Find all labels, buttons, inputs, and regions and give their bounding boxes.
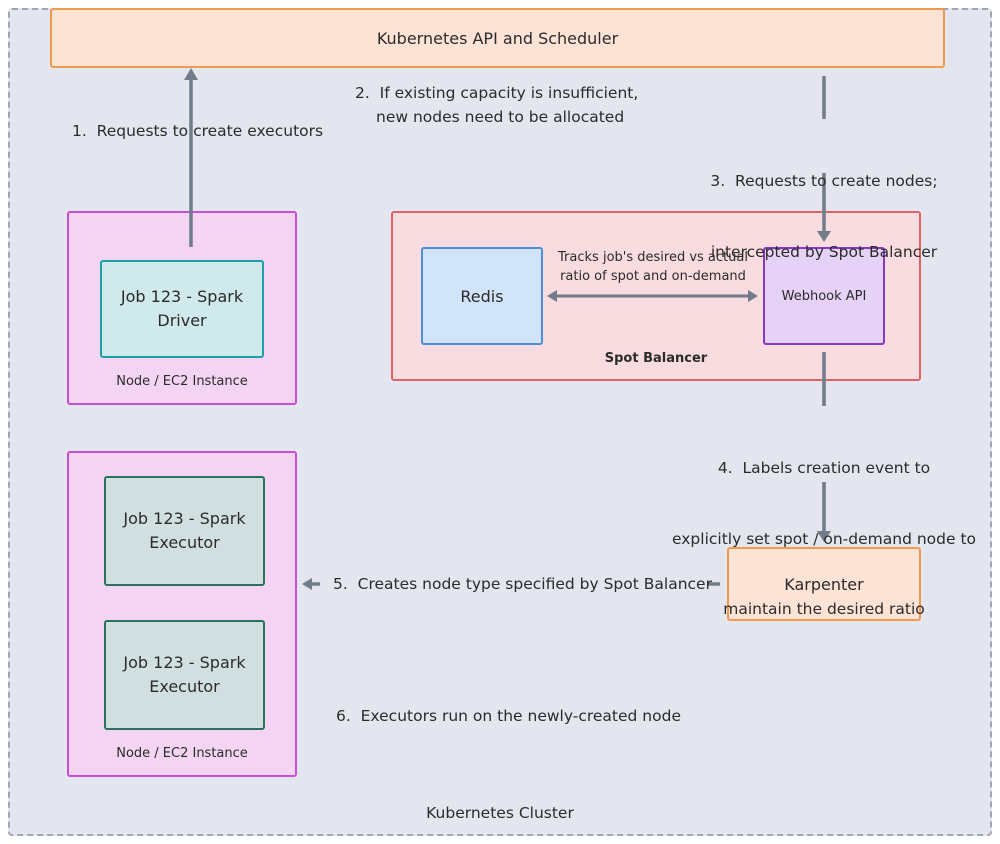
- driver-node-caption: Node / EC2 Instance: [116, 374, 248, 389]
- link-label-line2: ratio of spot and on-demand: [560, 269, 746, 284]
- kubernetes-api-scheduler: Kubernetes API and Scheduler: [50, 8, 945, 68]
- karpenter-label: Karpenter: [784, 574, 864, 594]
- step1-label: 1. Requests to create executors: [72, 122, 324, 140]
- step2-label-line1: 2. If existing capacity is insufficient,: [355, 84, 639, 102]
- driver-node: Job 123 - Spark Driver Node / EC2 Instan…: [67, 211, 297, 405]
- spot-balancer-label: Spot Balancer: [604, 351, 708, 366]
- spark-driver-line1: Job 123 - Spark: [120, 287, 244, 306]
- spark-executor-line2: Executor: [149, 677, 220, 696]
- link-label-line1: Tracks job's desired vs actual: [558, 250, 748, 265]
- spark-driver-line2: Driver: [157, 311, 207, 330]
- arrowhead: [547, 290, 557, 302]
- spark-executor-line1: Job 123 - Spark: [123, 653, 246, 672]
- redis-webhook-link-label: Tracks job's desired vs actual ratio of …: [545, 248, 761, 286]
- executor-node: Job 123 - Spark Executor Job 123 - Spark…: [67, 451, 297, 777]
- spark-executor: Job 123 - Spark Executor: [104, 620, 265, 730]
- step6-label: 6. Executors run on the newly-created no…: [336, 707, 681, 725]
- step4-label: 4. Labels creation event to explicitly s…: [664, 410, 984, 645]
- arrowhead: [302, 578, 312, 590]
- redis: Redis: [421, 247, 543, 345]
- step5-label: 5. Creates node type specified by Spot B…: [333, 575, 712, 593]
- spark-driver: Job 123 - Spark Driver: [100, 260, 264, 358]
- step3-label: 3. Requests to create nodes; intercepted…: [674, 123, 974, 288]
- step4-label-line2: explicitly set spot / on-demand node to: [672, 529, 976, 548]
- spark-executor-line2: Executor: [149, 533, 220, 552]
- step3-label-line2: intercepted by Spot Balancer: [710, 242, 938, 261]
- arrowhead: [748, 290, 758, 302]
- spark-executor: Job 123 - Spark Executor: [104, 476, 265, 586]
- step4-label-line1: 4. Labels creation event to: [717, 459, 931, 477]
- executor-node-caption: Node / EC2 Instance: [116, 746, 248, 761]
- redis-label: Redis: [460, 286, 504, 306]
- step4-label-line3: maintain the desired ratio: [723, 600, 925, 618]
- spark-executor-line1: Job 123 - Spark: [123, 509, 246, 528]
- kubernetes-api-label: Kubernetes API and Scheduler: [376, 28, 619, 48]
- arrowhead: [817, 531, 831, 542]
- cluster-label: Kubernetes Cluster: [426, 804, 574, 822]
- step3-label-line1: 3. Requests to create nodes;: [710, 172, 938, 190]
- webhook-api-label: Webhook API: [781, 288, 867, 304]
- karpenter: Karpenter: [727, 547, 921, 621]
- arrowhead: [184, 68, 198, 80]
- arrowhead: [817, 231, 831, 242]
- step2-label-line2: new nodes need to be allocated: [376, 108, 625, 126]
- webhook-api: Webhook API: [763, 247, 885, 345]
